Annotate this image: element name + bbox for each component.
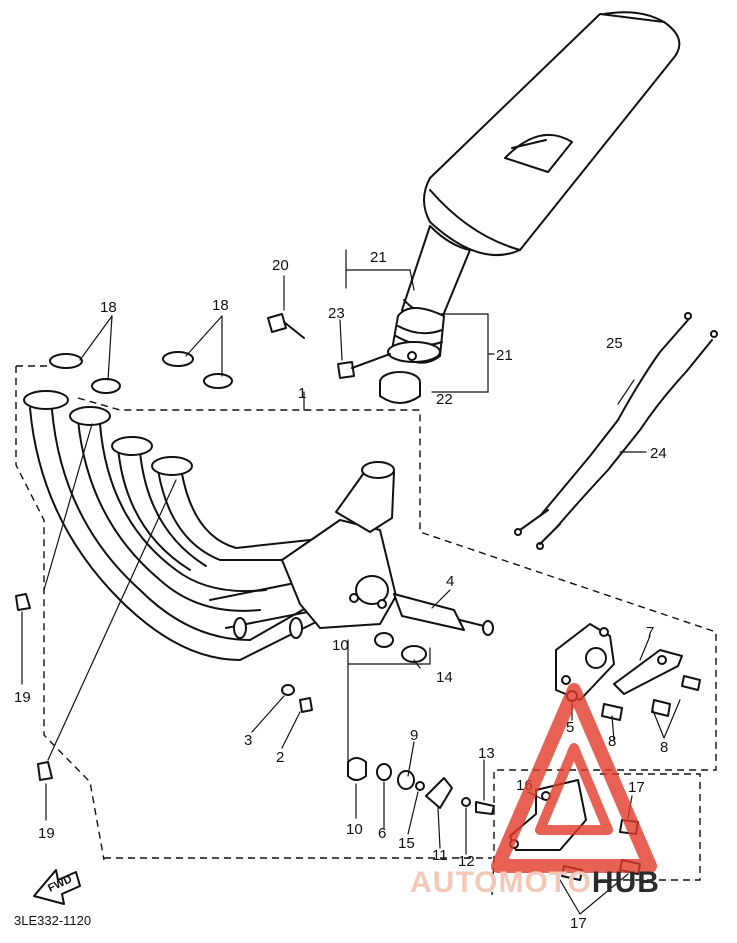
muffler	[387, 11, 681, 364]
assembly-boundary	[15, 365, 717, 896]
callout-12: 12	[458, 853, 475, 870]
gasket-22	[379, 371, 421, 404]
washer-3-bolt-2	[281, 684, 313, 713]
callout-17b: 17	[570, 915, 587, 932]
bolt-4	[393, 593, 494, 636]
callout-8b: 8	[660, 739, 668, 756]
callout-1: 1	[298, 385, 306, 402]
callout-10b: 10	[346, 821, 363, 838]
callout-9: 9	[410, 727, 418, 744]
callout-17a: 17	[628, 779, 645, 796]
callout-15: 15	[398, 835, 415, 852]
callout-18a: 18	[100, 299, 117, 316]
callout-18b: 18	[212, 297, 229, 314]
watermark-text-prefix: AUTOMOTO	[410, 866, 592, 899]
callout-24: 24	[650, 445, 667, 462]
watermark-logo: AUTOMOTOHUB	[410, 683, 660, 899]
collector-pipe	[281, 461, 397, 629]
bolt-20	[267, 313, 305, 339]
cables-24-25	[514, 312, 718, 550]
reference-code: 3LE332-1120	[14, 913, 91, 928]
callout-10a: 10	[332, 637, 349, 654]
callout-4: 4	[446, 573, 454, 590]
watermark-text-suffix: HUB	[592, 866, 660, 899]
callout-6: 6	[378, 825, 386, 842]
callout-19a: 19	[14, 689, 31, 706]
callout-21b: 21	[496, 347, 513, 364]
callout-8a: 8	[608, 733, 616, 750]
callout-2: 2	[276, 749, 284, 766]
callout-20: 20	[272, 257, 289, 274]
callout-22: 22	[436, 391, 453, 408]
callout-11: 11	[432, 847, 448, 864]
callout-19b: 19	[38, 825, 55, 842]
exhaust-headers	[23, 390, 321, 661]
washers-18	[49, 351, 233, 394]
nuts-19	[15, 593, 53, 781]
leader-lines	[21, 249, 681, 915]
lower-mount-parts	[347, 757, 495, 815]
clamp-bolt-23	[337, 353, 391, 379]
forward-arrow: FWD	[33, 869, 81, 905]
callouts: 1 2 3 4 5 6 7 8 8 8 9 10 10 10 11 12 13 …	[14, 249, 668, 932]
bracket-plate	[555, 623, 683, 701]
callout-5: 5	[566, 719, 574, 736]
callout-3: 3	[244, 732, 252, 749]
svg-text:AUTOMOTOHUB: AUTOMOTOHUB	[410, 866, 660, 899]
callout-25: 25	[606, 335, 623, 352]
callout-23: 23	[328, 305, 345, 322]
callout-13: 13	[478, 745, 495, 762]
callout-14: 14	[436, 669, 453, 686]
callout-21a: 21	[370, 249, 387, 266]
callout-7: 7	[646, 624, 654, 641]
collars-10-14	[374, 632, 427, 663]
